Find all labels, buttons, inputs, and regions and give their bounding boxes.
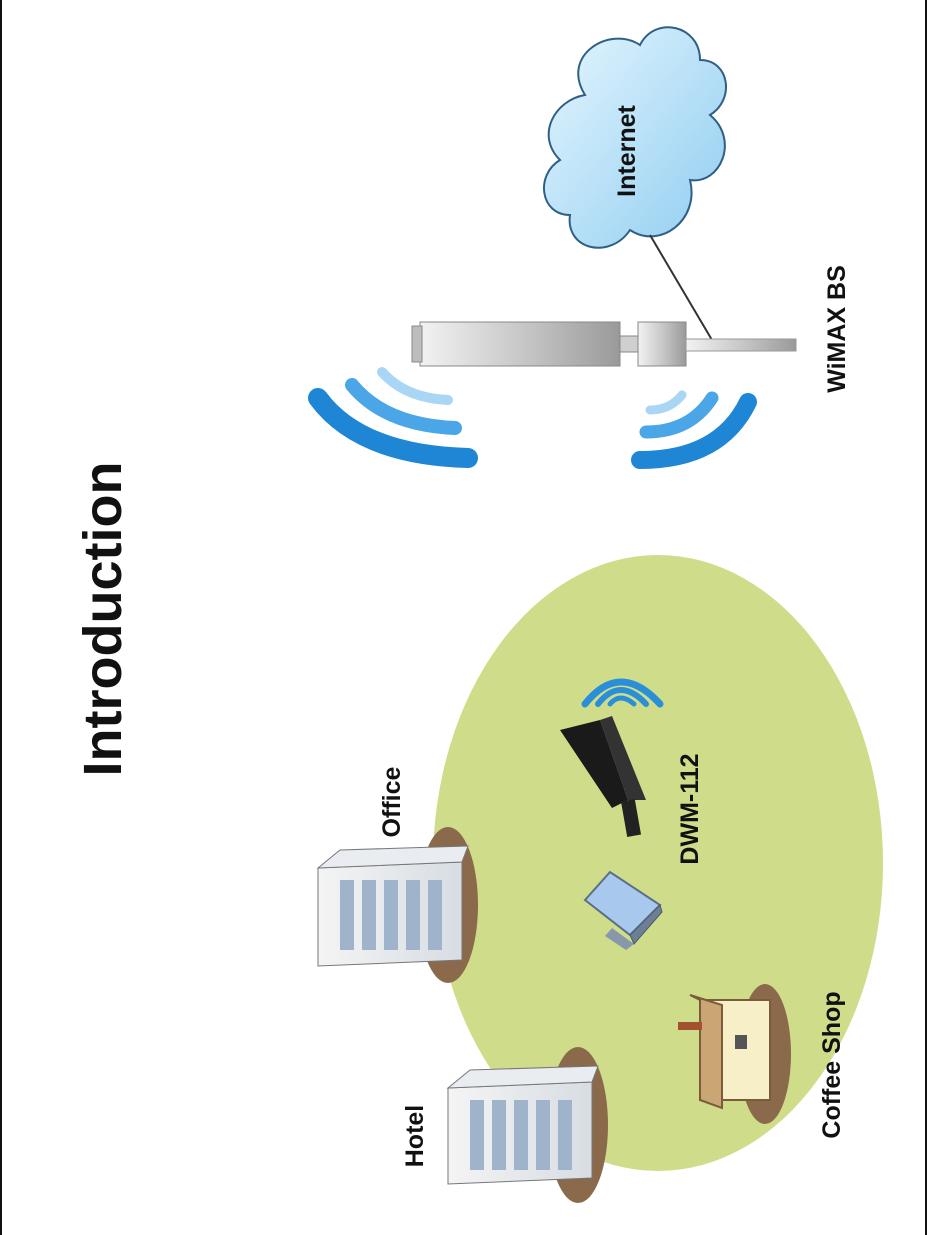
internet-label: Internet — [612, 91, 642, 211]
wimax-bs-label: WiMAX BS — [822, 259, 852, 399]
base-station-icon — [412, 322, 796, 366]
hotel-label: Hotel — [400, 1091, 430, 1181]
coffee-shop-label: Coffee Shop — [817, 980, 847, 1150]
signal-wave-icon — [318, 372, 748, 460]
hotel-building-icon — [448, 1047, 608, 1203]
page-title: Introduction — [72, 444, 134, 794]
office-label: Office — [377, 752, 407, 852]
dwm-112-label: DWM-112 — [675, 744, 705, 874]
